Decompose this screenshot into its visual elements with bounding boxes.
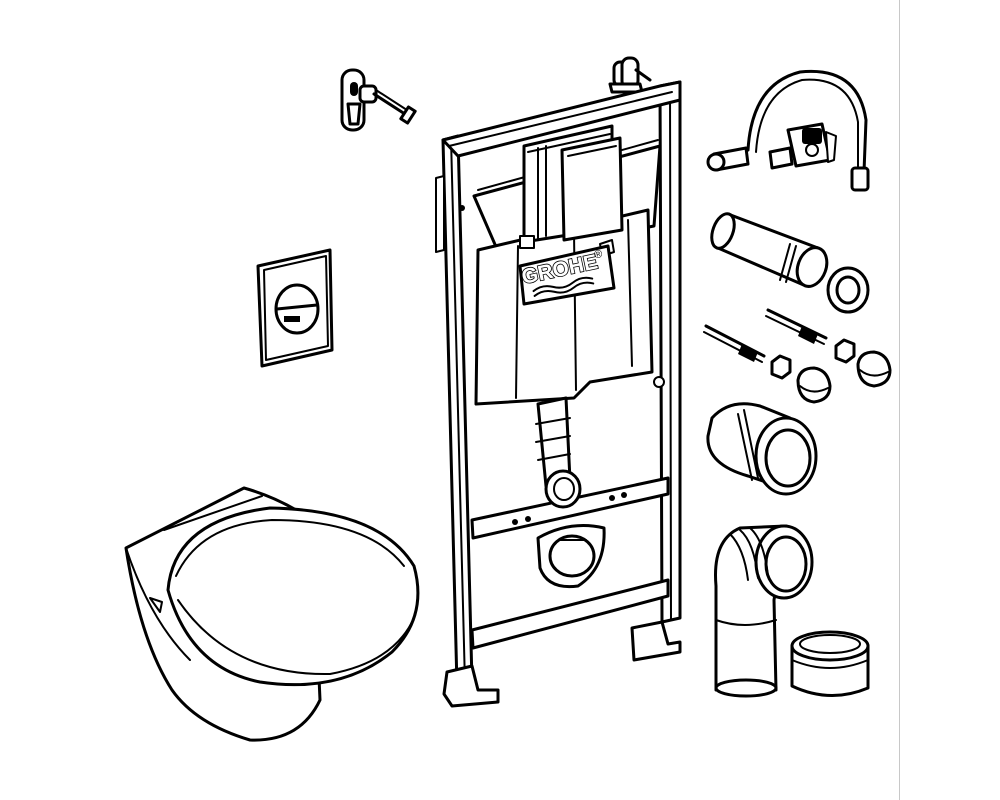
bolt-icon xyxy=(703,308,828,363)
concealed-cistern-icon: GROHE ® xyxy=(472,124,662,589)
wall-bracket-left-icon xyxy=(340,68,417,132)
wall-hung-toilet-icon xyxy=(124,486,420,742)
cap-icon xyxy=(790,630,870,698)
registered-mark: ® xyxy=(593,248,603,261)
elbow-pipe-icon xyxy=(714,524,814,698)
page-edge-divider xyxy=(899,0,900,800)
angle-valve-hose-icon xyxy=(706,69,870,192)
installation-frame-icon xyxy=(435,80,682,708)
pipe-icon xyxy=(710,212,829,288)
seal-ring-icon xyxy=(826,266,870,314)
connector-sleeve-icon xyxy=(706,402,818,496)
cap-nut-icon xyxy=(770,338,892,404)
wall-bracket-right-icon xyxy=(608,56,652,94)
flush-plate-icon xyxy=(256,248,334,368)
